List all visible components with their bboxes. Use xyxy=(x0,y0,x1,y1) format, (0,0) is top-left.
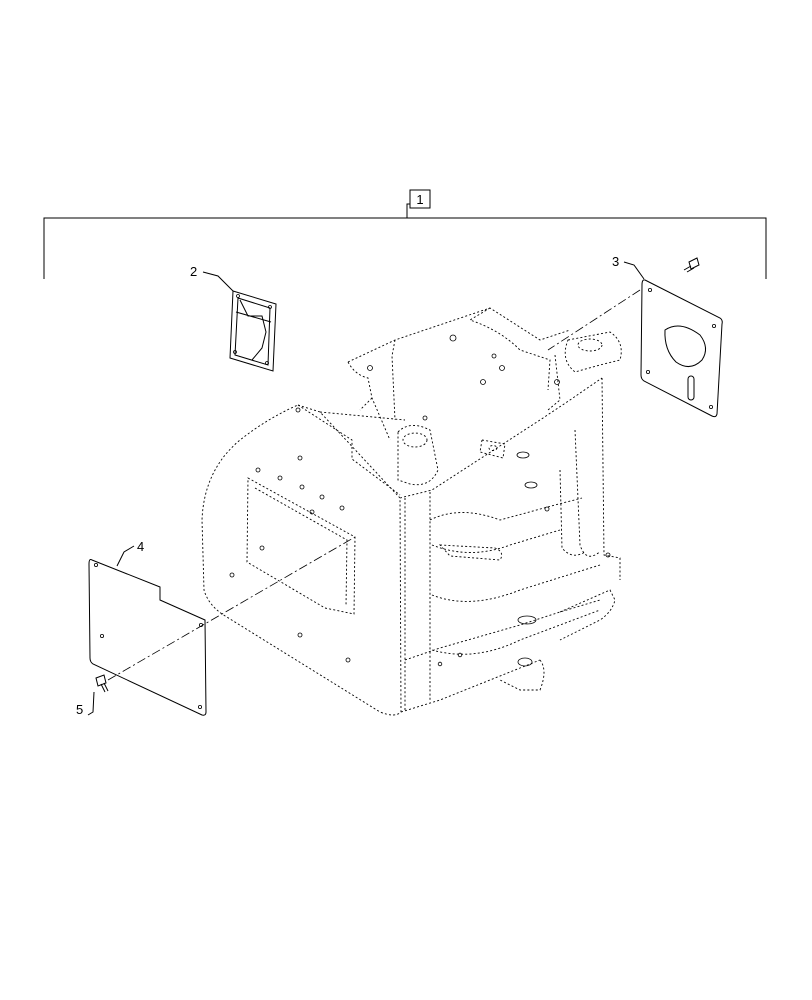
callout-1[interactable]: 1 xyxy=(409,189,431,209)
callout-3-label: 3 xyxy=(612,254,619,269)
left-cover-plate xyxy=(88,559,207,716)
callout-5-leader xyxy=(87,691,95,716)
callout-1-label: 1 xyxy=(416,192,423,207)
callout-4[interactable]: 4 xyxy=(116,539,144,567)
assembly-bracket xyxy=(43,203,767,279)
right-cover-plate xyxy=(640,279,723,418)
callout-3[interactable]: 3 xyxy=(612,254,645,280)
callout-2-leader xyxy=(202,271,235,293)
callout-2[interactable]: 2 xyxy=(190,264,235,293)
chassis-frame xyxy=(201,307,622,716)
callout-3-leader xyxy=(623,261,645,280)
callout-2-label: 2 xyxy=(190,264,197,279)
callout-5[interactable]: 5 xyxy=(76,691,95,717)
callout-4-label: 4 xyxy=(137,539,144,554)
left-bolt xyxy=(95,674,109,693)
callout-4-leader xyxy=(116,545,135,567)
right-bolt xyxy=(683,257,700,273)
callout-5-label: 5 xyxy=(76,702,83,717)
decal-part xyxy=(229,290,277,372)
assembly-centerlines xyxy=(107,289,641,681)
callout-1-box xyxy=(409,189,431,209)
